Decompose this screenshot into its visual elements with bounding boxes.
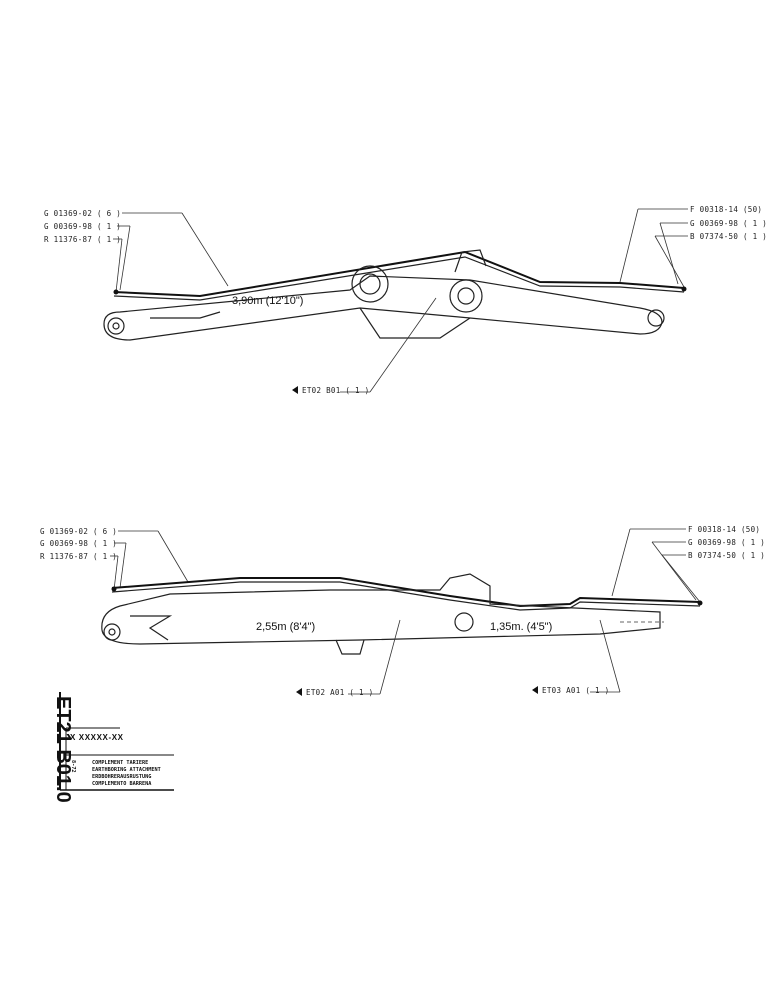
bottom-label-right-2: G 00369-98 ( 1 ): [688, 538, 765, 547]
bottom-pivot: [454, 612, 474, 632]
bottom-fitting-right: [697, 600, 703, 606]
bottom-hose-1: [111, 577, 701, 608]
top-dimension: 3,90m (12'10"): [232, 295, 303, 307]
top-pin-left-inner: [112, 322, 120, 330]
bottom-boom-notch: [130, 615, 173, 641]
top-boom-bracket: [359, 307, 471, 339]
top-label-left-2: G 00369-98 ( 1 ): [44, 222, 121, 231]
top-label-left-3: R 11376-87 ( 1 ): [44, 235, 121, 244]
top-leader-l1b: [181, 212, 229, 287]
bottom-leader-l1b: [157, 530, 189, 583]
top-label-right-1: F 00318-14 (50): [690, 205, 762, 214]
top-boom-notch: [150, 311, 221, 319]
title-code: ET21 B01.0: [52, 696, 74, 803]
top-leader-r2b: [659, 222, 679, 285]
bottom-label-left-1: G 01369-02 ( 6 ): [40, 527, 117, 536]
arrow-triangle-icon: [532, 686, 538, 694]
top-leader-r3b: [654, 235, 685, 288]
title-block: ET21 B01.0 8-72 X XXXXX-XX COMPLEMENT TA…: [52, 692, 174, 803]
bottom-ref-a-label: ET02 A01 ( 1 ): [306, 688, 373, 697]
top-pin-right: [647, 309, 665, 327]
top-ref-label: ET02 B01 ( 1 ): [302, 386, 369, 395]
bottom-boom-body: [101, 573, 661, 645]
bottom-label-left-2: G 00369-98 ( 1 ): [40, 539, 117, 548]
bottom-leader-r2b: [651, 541, 697, 601]
top-pivot-1-inner: [359, 273, 381, 295]
title-desc-en: EARTHBORING ATTACHMENT: [92, 767, 161, 773]
bottom-boom-assembly: G 01369-02 ( 6 ) G 00369-98 ( 1 ) R 1137…: [40, 525, 765, 697]
bottom-pin-left: [103, 623, 121, 641]
bottom-boom-bracket: [335, 639, 365, 655]
bottom-hose-2: [111, 581, 701, 611]
title-part-no: X XXXXX-XX: [70, 733, 124, 742]
bottom-dimension-b: 1,35m. (4'5"): [490, 621, 552, 633]
top-pivot-2-inner: [457, 287, 475, 305]
bottom-pin-left-inner: [108, 628, 116, 636]
arrow-triangle-icon: [292, 386, 298, 394]
top-hose-2: [113, 256, 685, 301]
top-pivot-1: [351, 265, 389, 303]
bottom-label-right-3: B 07374-50 ( 1 ): [688, 551, 765, 560]
top-fitting-left: [113, 289, 119, 295]
top-fitting-right: [681, 286, 687, 292]
bottom-ref-b-leader: [599, 619, 621, 693]
top-boom-body: [103, 275, 663, 341]
top-pivot-2: [449, 279, 483, 313]
top-label-right-2: G 00369-98 ( 1 ): [690, 219, 767, 228]
top-leader-l3b: [115, 238, 123, 293]
top-label-right-3: B 07374-50 ( 1 ): [690, 232, 767, 241]
bottom-label-left-3: R 11376-87 ( 1 ): [40, 552, 117, 561]
top-pin-left: [107, 317, 125, 335]
bottom-ref-b-label: ET03 A01 ( 1 ): [542, 686, 609, 695]
top-lug: [454, 249, 487, 273]
bottom-ref-a-leader: [379, 619, 401, 695]
bottom-leader-r1b: [611, 528, 631, 597]
bottom-label-right-1: F 00318-14 (50): [688, 525, 760, 534]
bottom-leader-r3b: [661, 554, 701, 603]
top-leader-r1b: [619, 208, 639, 283]
bottom-fitting-left: [111, 586, 117, 592]
bottom-dimension-a: 2,55m (8'4"): [256, 621, 315, 633]
title-desc-fr: COMPLEMENT TARIERE: [92, 760, 148, 766]
top-leader-l2b: [119, 225, 131, 291]
title-desc-de: ERDBOHRERAUSRUSTUNG: [92, 774, 151, 780]
title-desc-es: COMPLEMENTO BARRENA: [92, 781, 152, 787]
top-label-left-1: G 01369-02 ( 6 ): [44, 209, 121, 218]
arrow-triangle-icon: [296, 688, 302, 696]
top-boom-assembly: G 01369-02 ( 6 ) G 00369-98 ( 1 ) R 1137…: [44, 205, 767, 395]
top-ref-leader: [369, 297, 437, 393]
bottom-leader-l3b: [113, 555, 119, 591]
title-date: 8-72: [70, 760, 76, 773]
bottom-leader-l2b: [119, 542, 127, 589]
top-hose-1: [113, 250, 685, 298]
